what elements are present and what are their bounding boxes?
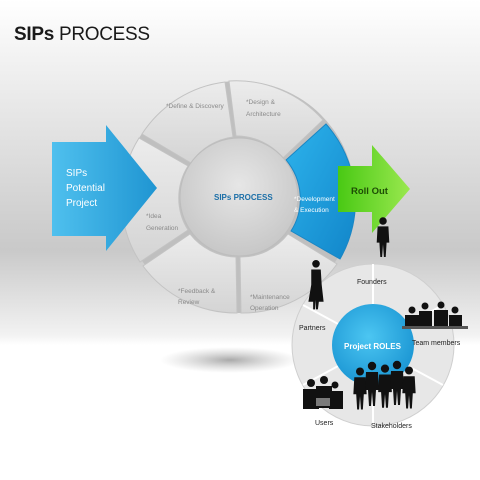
segment-development[interactable] <box>285 123 356 260</box>
users-figures <box>303 376 343 409</box>
segment-feedback-label-2: Review <box>178 299 200 306</box>
role-stakeholders-label: Stakeholders <box>371 423 412 430</box>
process-center-label: SIPs PROCESS <box>214 193 273 202</box>
role-users-label: Users <box>315 420 334 427</box>
segment-maintenance-label-2: Operation <box>250 305 279 312</box>
rollout-arrow[interactable] <box>338 145 410 233</box>
segment-feedback[interactable] <box>142 233 238 314</box>
segment-design-label-2: Architecture <box>246 111 281 118</box>
title-rest: PROCESS <box>54 24 150 45</box>
partner-figure <box>308 260 324 310</box>
segment-define-label: *Define & Discovery <box>166 103 225 110</box>
segment-feedback-label-1: *Feedback & <box>178 288 216 295</box>
title-bold: SIPs <box>14 24 54 45</box>
segment-maintenance-label-1: *Maintenance <box>250 294 290 301</box>
segment-idea-label-2: Generation <box>146 225 179 232</box>
segment-development-label-2: & Execution <box>294 207 329 214</box>
segment-design[interactable] <box>228 80 324 159</box>
rollout-label: Roll Out <box>351 186 389 197</box>
role-team-members-label: Team members <box>412 340 461 347</box>
input-arrow-line-1: SIPs <box>66 168 87 179</box>
roles-divider <box>302 304 341 326</box>
wheel-shadow <box>160 347 300 373</box>
input-arrow[interactable] <box>52 125 157 251</box>
role-founders-label: Founders <box>357 279 387 286</box>
people-silhouettes <box>303 217 468 410</box>
page-title: SIPs PROCESS <box>14 24 150 46</box>
input-arrow-line-3: Project <box>66 198 97 209</box>
segment-design-label-1: *Design & <box>246 99 276 106</box>
team-members-figures <box>402 301 468 329</box>
roles-center-label: Project ROLES <box>344 342 402 351</box>
segment-idea-label-1: *Idea <box>146 213 162 220</box>
process-hub[interactable] <box>179 137 299 257</box>
role-partners-label: Partners <box>299 325 326 332</box>
segment-development-label-1: *Development <box>294 196 335 203</box>
input-arrow-line-2: Potential <box>66 183 105 194</box>
